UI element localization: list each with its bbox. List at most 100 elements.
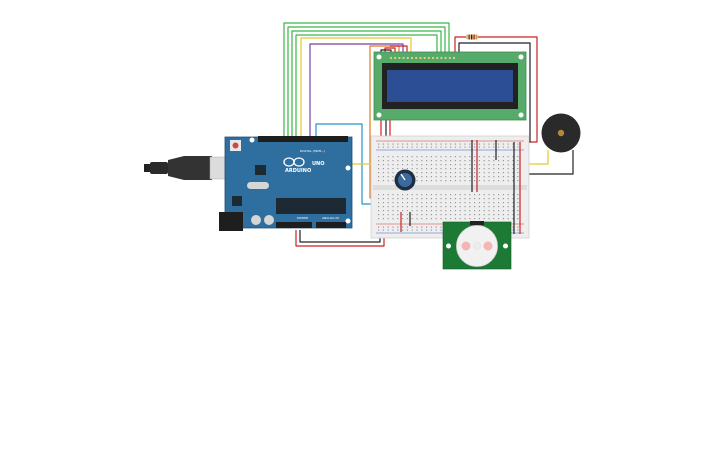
breadboard-hole — [402, 226, 404, 228]
breadboard-hole — [387, 218, 389, 220]
breadboard-hole — [464, 160, 466, 162]
breadboard-hole — [512, 229, 514, 231]
breadboard-hole — [464, 194, 466, 196]
potentiometer-knob[interactable] — [400, 173, 406, 181]
breadboard-hole — [440, 229, 442, 231]
breadboard-hole — [421, 160, 423, 162]
breadboard-hole — [445, 164, 447, 166]
breadboard-hole — [411, 146, 413, 148]
breadboard-hole — [502, 168, 504, 170]
breadboard-hole — [478, 198, 480, 200]
breadboard-hole — [440, 180, 442, 182]
breadboard-hole — [440, 210, 442, 212]
breadboard-hole — [421, 146, 423, 148]
breadboard-hole — [507, 214, 509, 216]
breadboard-hole — [430, 214, 432, 216]
lcd-pin — [398, 56, 401, 60]
breadboard-hole — [421, 202, 423, 204]
breadboard-hole — [493, 160, 495, 162]
mounting-hole — [376, 112, 382, 118]
arduino-uno-board[interactable]: ARDUINO UNO DIGITAL (PWM~) POWER ANALOG … — [219, 136, 353, 234]
analog-header-label: ANALOG IN — [322, 216, 339, 220]
pir-motion-sensor[interactable] — [442, 221, 512, 270]
digital-header — [258, 136, 348, 142]
breadboard-hole — [474, 168, 476, 170]
breadboard-hole — [397, 218, 399, 220]
breadboard-hole — [464, 176, 466, 178]
breadboard-hole — [478, 164, 480, 166]
breadboard-hole — [478, 180, 480, 182]
breadboard-hole — [402, 143, 404, 145]
breadboard-hole — [430, 210, 432, 212]
breadboard-hole — [469, 218, 471, 220]
piezo-buzzer[interactable] — [541, 113, 581, 153]
breadboard-hole — [507, 218, 509, 220]
breadboard-hole — [478, 214, 480, 216]
resistor[interactable] — [466, 34, 478, 40]
breadboard-hole — [406, 160, 408, 162]
breadboard-hole — [416, 194, 418, 196]
breadboard-hole — [488, 194, 490, 196]
breadboard-hole — [392, 226, 394, 228]
breadboard-hole — [416, 180, 418, 182]
breadboard-hole — [392, 164, 394, 166]
breadboard-hole — [426, 218, 428, 220]
breadboard-hole — [478, 218, 480, 220]
breadboard-hole — [450, 164, 452, 166]
breadboard-hole — [378, 229, 380, 231]
breadboard-hole — [517, 226, 519, 228]
breadboard-hole — [411, 143, 413, 145]
breadboard-hole — [478, 160, 480, 162]
breadboard-hole — [488, 143, 490, 145]
breadboard-hole — [454, 202, 456, 204]
breadboard-hole — [440, 194, 442, 196]
breadboard-hole — [378, 172, 380, 174]
breadboard-hole — [435, 143, 437, 145]
breadboard-hole — [474, 156, 476, 158]
breadboard-hole — [478, 176, 480, 178]
lcd-display[interactable] — [373, 51, 527, 121]
breadboard-hole — [469, 164, 471, 166]
breadboard-hole — [454, 210, 456, 212]
breadboard-hole — [483, 164, 485, 166]
mounting-hole — [249, 137, 255, 143]
breadboard-hole — [430, 180, 432, 182]
breadboard-hole — [478, 210, 480, 212]
breadboard-hole — [483, 146, 485, 148]
breadboard-hole — [493, 198, 495, 200]
breadboard-hole — [387, 176, 389, 178]
breadboard-hole — [474, 160, 476, 162]
breadboard-hole — [382, 172, 384, 174]
potentiometer[interactable] — [394, 169, 416, 191]
center-channel — [373, 185, 527, 190]
breadboard-hole — [435, 168, 437, 170]
breadboard-hole — [502, 176, 504, 178]
breadboard-hole — [517, 160, 519, 162]
breadboard-hole — [498, 210, 500, 212]
wires — [283, 22, 574, 247]
breadboard-hole — [488, 146, 490, 148]
breadboard-hole — [440, 164, 442, 166]
power-header-label: POWER — [297, 216, 308, 220]
breadboard-hole — [450, 156, 452, 158]
mounting-hole — [518, 54, 524, 60]
breadboard-hole — [416, 156, 418, 158]
breadboard-hole — [450, 180, 452, 182]
breadboard-hole — [454, 164, 456, 166]
breadboard-hole — [459, 156, 461, 158]
breadboard-hole — [402, 146, 404, 148]
breadboard-hole — [421, 210, 423, 212]
arduino-model-label: UNO — [312, 161, 325, 167]
breadboard-hole — [517, 202, 519, 204]
breadboard-hole — [406, 214, 408, 216]
breadboard-hole — [392, 172, 394, 174]
breadboard-hole — [469, 202, 471, 204]
breadboard-hole — [402, 194, 404, 196]
breadboard-hole — [426, 202, 428, 204]
breadboard-hole — [426, 164, 428, 166]
breadboard-hole — [454, 143, 456, 145]
breadboard-hole — [502, 198, 504, 200]
breadboard-hole — [488, 198, 490, 200]
breadboard-hole — [512, 168, 514, 170]
breadboard-hole — [402, 229, 404, 231]
